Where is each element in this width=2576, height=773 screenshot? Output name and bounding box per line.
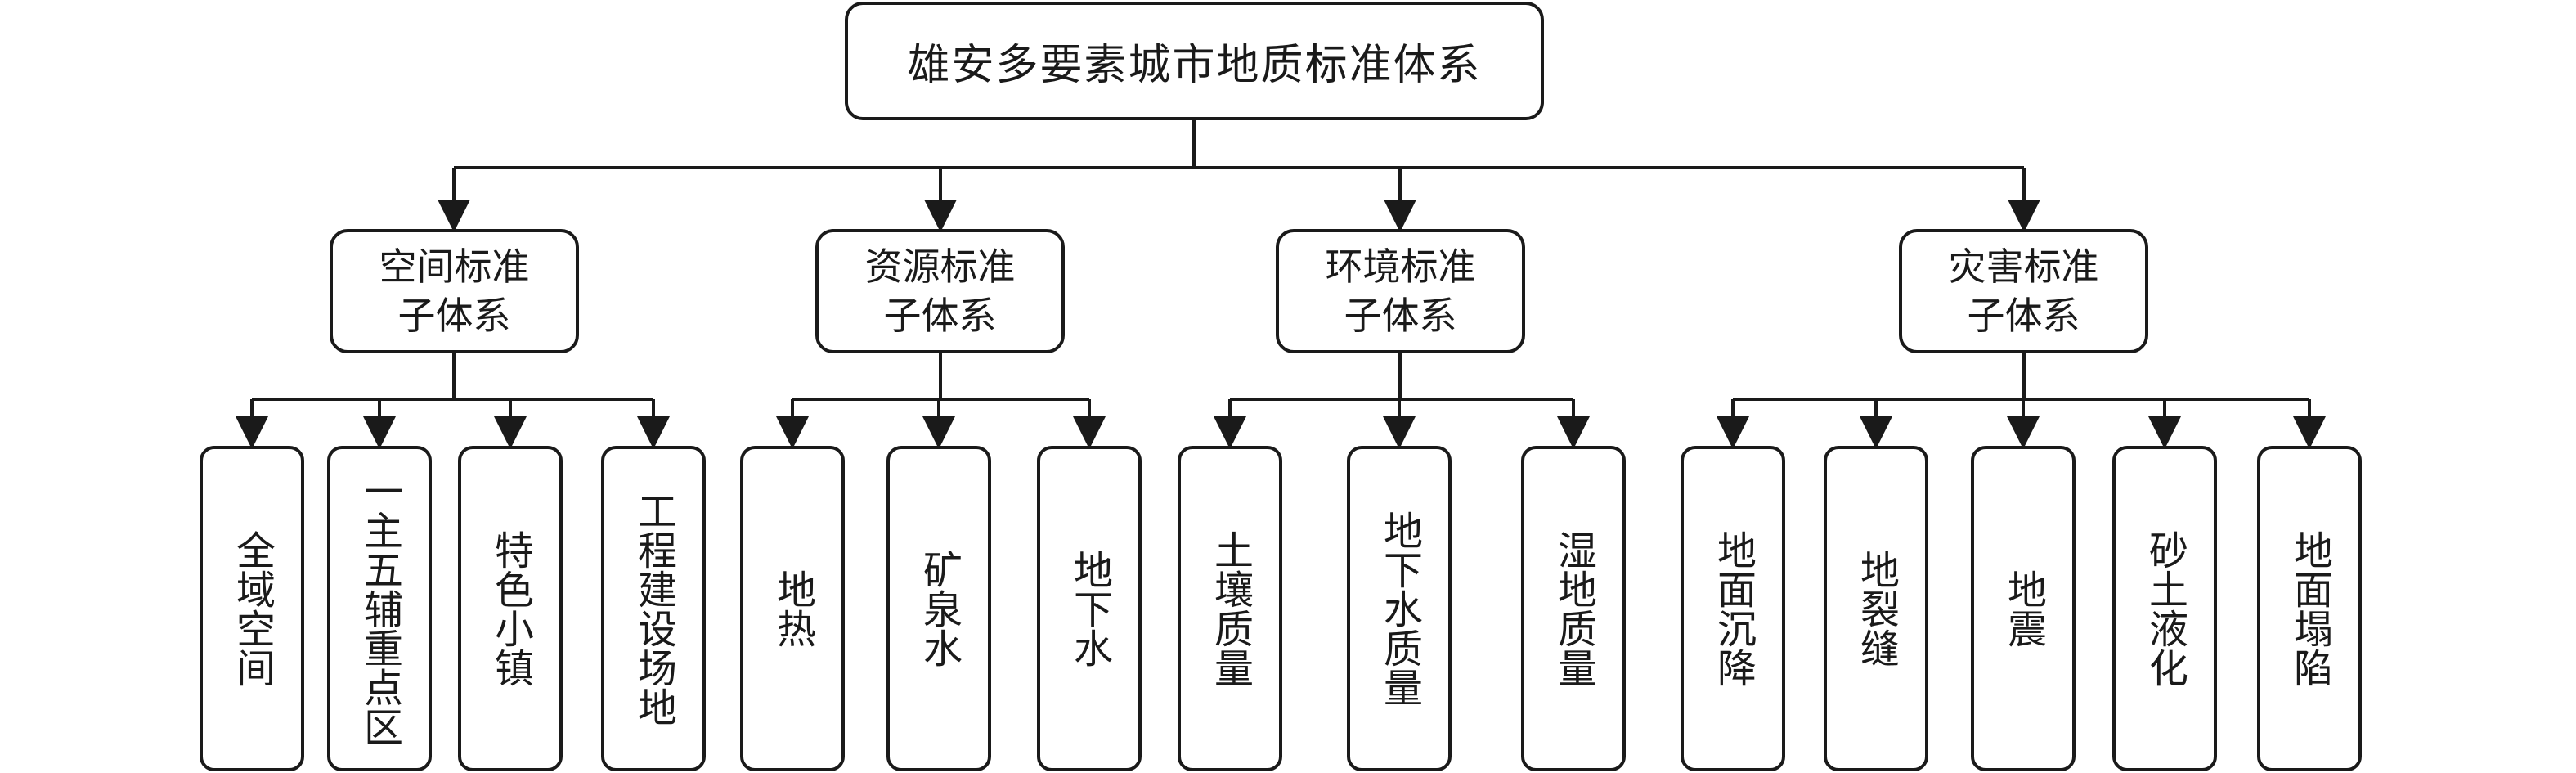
leaf-node: 地面塌陷	[2257, 446, 2362, 771]
leaf-node: 全域空间	[200, 446, 304, 771]
root-node: 雄安多要素城市地质标准体系	[845, 2, 1544, 120]
group-node-space: 空间标准 子体系	[330, 229, 579, 353]
group-node-resource: 资源标准 子体系	[815, 229, 1065, 353]
leaf-node: 地热	[740, 446, 845, 771]
group-node-hazard: 灾害标准 子体系	[1899, 229, 2148, 353]
leaf-node: 特色小镇	[458, 446, 563, 771]
leaf-node: 湿地质量	[1521, 446, 1626, 771]
leaf-node: 砂土液化	[2112, 446, 2217, 771]
leaf-node: 地下水	[1037, 446, 1142, 771]
leaf-node: 地裂缝	[1824, 446, 1928, 771]
leaf-node: 地下水质量	[1347, 446, 1452, 771]
leaf-node: 矿泉水	[886, 446, 991, 771]
leaf-node: 工程建设场地	[601, 446, 706, 771]
leaf-node: 地震	[1971, 446, 2076, 771]
group-node-environment: 环境标准 子体系	[1276, 229, 1525, 353]
leaf-node: 一主五辅重点区	[327, 446, 432, 771]
leaf-node: 地面沉降	[1681, 446, 1785, 771]
leaf-node: 土壤质量	[1178, 446, 1282, 771]
